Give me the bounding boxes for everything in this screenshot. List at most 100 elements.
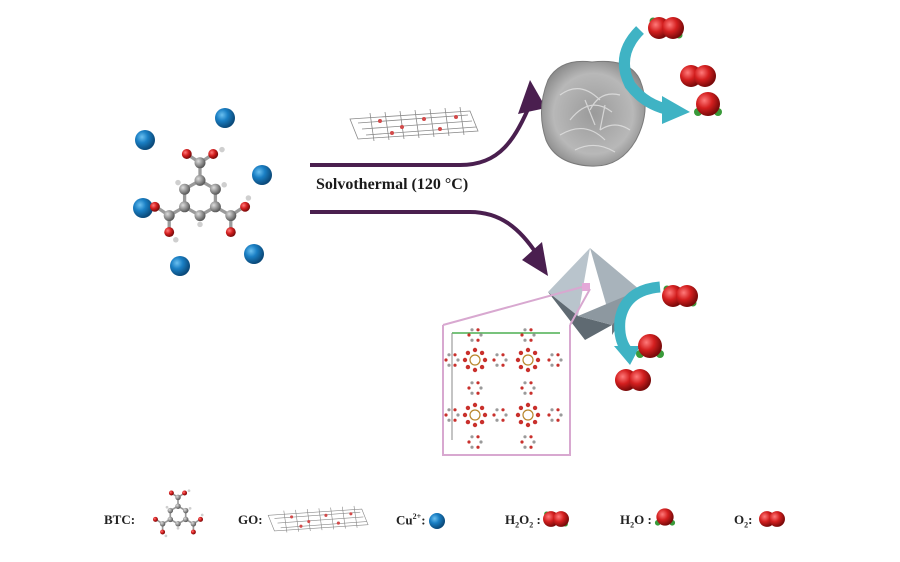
lattice-atom [532, 386, 536, 390]
o2-molecule [615, 369, 651, 391]
lattice-atom [550, 408, 554, 412]
h2o2-h: H [505, 512, 516, 527]
lattice-atom [470, 381, 474, 385]
cu-ion [252, 165, 272, 185]
h2o2-sub1: 2 [515, 520, 520, 530]
h2o2-o: O [519, 512, 530, 527]
lattice-atom [504, 358, 508, 362]
lattice-atom [462, 357, 468, 363]
lattice-atom [518, 364, 524, 370]
lattice-atom [479, 386, 483, 390]
lattice-atom [556, 353, 560, 357]
lattice-atom [535, 412, 541, 418]
h2o-o: O [634, 512, 645, 527]
legend-h2o-label: H2O : [620, 512, 652, 530]
lattice-atom [470, 338, 474, 342]
lattice-atom [550, 353, 554, 357]
lattice-atom [492, 358, 496, 362]
lattice-atom [453, 408, 457, 412]
lattice-atom [504, 413, 508, 417]
legend-btc-label: BTC: [104, 512, 136, 527]
lattice-atom [447, 353, 451, 357]
lattice-cage [469, 409, 481, 421]
lattice-atom [523, 338, 527, 342]
o2-suffix: : [748, 512, 753, 527]
arrow-upper-head [518, 80, 546, 114]
lattice-atom [476, 391, 480, 395]
h2o-suffix: : [644, 512, 652, 527]
reactants-group [133, 108, 272, 276]
lattice-atom [501, 418, 505, 422]
cu-ion [170, 256, 190, 276]
lattice-atom [515, 357, 521, 363]
lattice-atom [518, 405, 524, 411]
lattice-atom [547, 413, 551, 417]
lattice-atom [479, 405, 485, 411]
cu-ion [133, 198, 153, 218]
h2o-molecule [636, 334, 664, 358]
lattice-atom [523, 445, 527, 449]
lattice-cage [522, 354, 534, 366]
lattice-atom [444, 358, 448, 362]
lattice-atom [559, 358, 563, 362]
lattice-atom [556, 418, 560, 422]
lattice-atom [470, 445, 474, 449]
legend-cu-icon [429, 513, 445, 529]
h2o2-sub2: 2 [529, 520, 534, 530]
lattice-atom [525, 402, 531, 408]
lattice-atom [559, 413, 563, 417]
lattice-atom [453, 418, 457, 422]
lattice-atom [479, 350, 485, 356]
lattice-atom [444, 413, 448, 417]
lattice-atom [529, 328, 533, 332]
cu-ion [244, 244, 264, 264]
lattice-atom [476, 328, 480, 332]
lattice-atom [470, 435, 474, 439]
lattice-atom [529, 435, 533, 439]
lattice-atom [476, 338, 480, 342]
reaction-condition-label: Solvothermal (120 °C) [316, 176, 469, 193]
lattice-atom [495, 353, 499, 357]
lattice-atom [532, 440, 536, 444]
legend-go-label: GO: [238, 512, 263, 527]
lattice-atom [525, 367, 531, 373]
lattice-atom [479, 440, 483, 444]
lattice-atom [525, 347, 531, 353]
arrow-upper [310, 99, 534, 167]
lattice-atom [523, 435, 527, 439]
go-sheet [349, 106, 479, 142]
crystal-structure-inset [442, 283, 591, 456]
lattice-atom [447, 363, 451, 367]
lattice-atom [529, 445, 533, 449]
lattice-atom [467, 440, 471, 444]
lattice-atom [520, 333, 524, 337]
lattice-atom [518, 350, 524, 356]
lattice-atom [479, 419, 485, 425]
lattice-atom [447, 418, 451, 422]
lattice-atom [462, 412, 468, 418]
h2o-molecule [694, 92, 722, 116]
lattice-atom [532, 333, 536, 337]
lattice-atom [476, 381, 480, 385]
legend-o2-label: O2: [734, 512, 752, 530]
legend-h2o2-icon [543, 511, 569, 527]
lattice-atom [529, 381, 533, 385]
legend-h2o2-label: H2O2 : [505, 512, 541, 530]
lattice-atom [495, 363, 499, 367]
lattice-atom [447, 408, 451, 412]
btc-molecule [148, 145, 253, 245]
lattice-atom [495, 408, 499, 412]
lattice-atom [465, 364, 471, 370]
lattice-cage [469, 354, 481, 366]
lattice-atom [525, 422, 531, 428]
lattice-atom [529, 338, 533, 342]
lattice-atom [556, 363, 560, 367]
flower-product [541, 60, 646, 167]
arrow-lower [310, 210, 540, 258]
legend-btc-icon [152, 488, 205, 539]
h2o-h: H [620, 512, 631, 527]
lattice-cage [522, 409, 534, 421]
cu-ion [215, 108, 235, 128]
legend-cu-label: Cu2+: [396, 512, 426, 528]
